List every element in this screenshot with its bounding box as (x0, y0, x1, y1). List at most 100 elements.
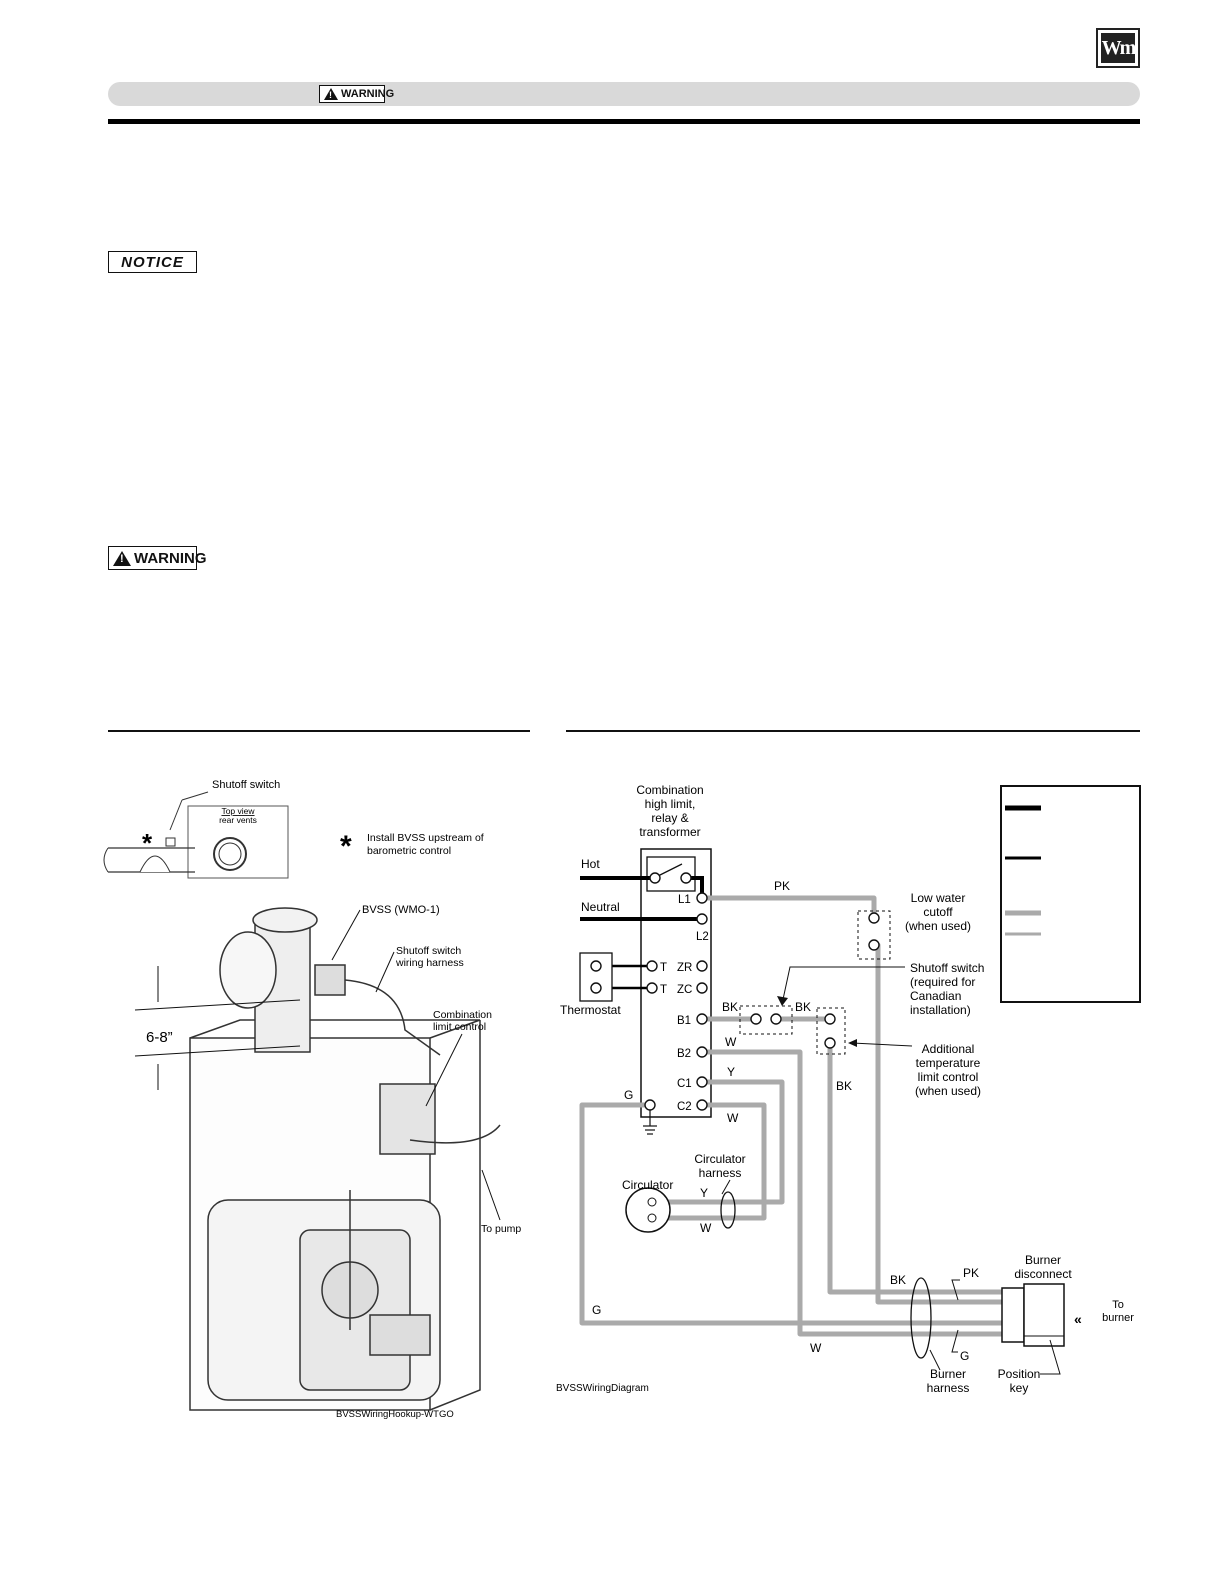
temp-limit-box (816, 1007, 846, 1055)
asterisk-1: * (142, 828, 153, 858)
right-figure-rule (566, 730, 1140, 732)
circulator-symbol (625, 1187, 671, 1233)
comb-title-1: Combination (636, 783, 703, 797)
company-logo: Wm (1096, 28, 1140, 68)
low-water-2: cutoff (923, 905, 953, 919)
to-burner-1: To (1112, 1299, 1124, 1311)
label-bvss: BVSS (WMO-1) (362, 904, 440, 916)
burner-disconnect-socket (1023, 1283, 1065, 1347)
low-water-cutoff-box (857, 910, 891, 960)
label-hot: Hot (581, 857, 600, 871)
label-install-bvss-1: Install BVSS upstream of (367, 832, 484, 844)
shutoff-leader (781, 966, 905, 1005)
term-t2: T (660, 984, 667, 996)
boiler-drawing (189, 907, 501, 1411)
left-figure-rule (108, 730, 530, 732)
notice-badge: NOTICE (108, 251, 197, 273)
label-to-pump: To pump (481, 1223, 521, 1235)
comb-title-3: relay & (651, 811, 688, 825)
term-c1: C1 (677, 1078, 692, 1090)
additional-4: (when used) (915, 1084, 981, 1098)
terminals (590, 872, 880, 1111)
burner-harness-loop (910, 1277, 932, 1359)
shutoff-3: Canadian (910, 989, 961, 1003)
dimension-ref-bottom (134, 1045, 301, 1057)
right-figure-caption: BVSSWiringDiagram (556, 1383, 649, 1394)
to-burner-2: burner (1102, 1312, 1134, 1324)
low-water-3: (when used) (905, 919, 971, 933)
leader-bvss (331, 909, 361, 961)
warning-triangle-icon: ! (324, 88, 338, 100)
thermostat-box (579, 952, 613, 1002)
label-shutoff-switch: Shutoff switch (212, 779, 280, 791)
additional-3: limit control (918, 1070, 979, 1084)
wire-label-w-3: W (700, 1221, 712, 1235)
leader-comb (425, 1033, 463, 1107)
label-rear-vents: rear vents (219, 815, 257, 825)
label-thermostat: Thermostat (560, 1003, 621, 1017)
leader-pump (481, 1169, 501, 1221)
wire-label-bk-3: BK (836, 1079, 852, 1093)
banner-warning-badge: ! WARNING (319, 85, 394, 103)
term-b1: B1 (677, 1015, 691, 1027)
wire-label-bk-1: BK (722, 1000, 738, 1014)
label-neutral: Neutral (581, 900, 620, 914)
wire-label-g-3: G (960, 1349, 969, 1363)
label-height: 6-8” (146, 1029, 173, 1046)
wire-label-pk: PK (774, 879, 790, 893)
logo-text: Wm (1101, 33, 1136, 63)
term-l2: L2 (696, 931, 709, 943)
ground-symbol-icon (643, 1110, 657, 1135)
term-t1: T (660, 962, 667, 974)
shutoff-1: Shutoff switch (910, 961, 984, 975)
burner-harness-2: harness (927, 1381, 970, 1395)
header-banner: ! WARNING (108, 82, 1140, 106)
circ-harness-1: Circulator (694, 1152, 745, 1166)
wire-label-w-4: W (810, 1341, 822, 1355)
leader-harness (375, 951, 395, 993)
wire-label-y-1: Y (727, 1065, 735, 1079)
circulator-harness-loop (720, 1191, 736, 1229)
wire-label-g-1: G (624, 1088, 633, 1102)
label-circulator: Circulator (622, 1178, 673, 1192)
wire-label-bk-2: BK (795, 1000, 811, 1014)
term-l1: L1 (678, 894, 691, 906)
header-rule (108, 119, 1140, 124)
label-comb-1: Combination (433, 1009, 492, 1021)
label-top-view: Top view (221, 806, 255, 816)
shutoff-switch-box (739, 1005, 793, 1035)
shutoff-4: installation) (910, 1003, 971, 1017)
label-harness-1: Shutoff switch (396, 945, 461, 957)
position-key-2: key (1010, 1381, 1029, 1395)
wire-label-y-2: Y (700, 1186, 708, 1200)
label-comb-2: limit control (433, 1021, 486, 1033)
position-key-1: Position (998, 1367, 1041, 1381)
term-zc: ZC (677, 984, 692, 996)
term-c2: C2 (677, 1101, 692, 1113)
burner-disconnect-2: disconnect (1014, 1267, 1072, 1281)
term-b2: B2 (677, 1048, 691, 1060)
position-key-leader (1040, 1339, 1061, 1375)
top-view-inset (103, 791, 289, 879)
additional-2: temperature (916, 1056, 981, 1070)
burner-disconnect-1: Burner (1025, 1253, 1061, 1267)
wire-label-w-1: W (725, 1035, 737, 1049)
wire-label-w-2: W (727, 1111, 739, 1125)
banner-warning-text: WARNING (341, 88, 395, 100)
to-burner-arrow-icon: « (1074, 1311, 1082, 1327)
label-install-bvss-2: barometric control (367, 845, 451, 857)
left-figure-caption: BVSSWiringHookup-WTGO (336, 1409, 454, 1420)
warning-triangle-icon: ! (113, 550, 131, 566)
term-zr: ZR (677, 962, 692, 974)
wire-label-pk-2: PK (963, 1266, 979, 1280)
low-water-1: Low water (911, 891, 966, 905)
comb-title-4: transformer (639, 825, 700, 839)
dimension-ref-top (134, 999, 301, 1011)
comb-title-2: high limit, (645, 797, 696, 811)
additional-1: Additional (922, 1042, 975, 1056)
bvss-hookup-figure: Shutoff switch Top view rear vents * * I… (103, 779, 521, 1420)
label-harness-2: wiring harness (395, 957, 464, 969)
burner-disconnect-plug (1001, 1287, 1025, 1343)
wire-label-g-2: G (592, 1303, 601, 1317)
legend-box (1000, 785, 1141, 1003)
